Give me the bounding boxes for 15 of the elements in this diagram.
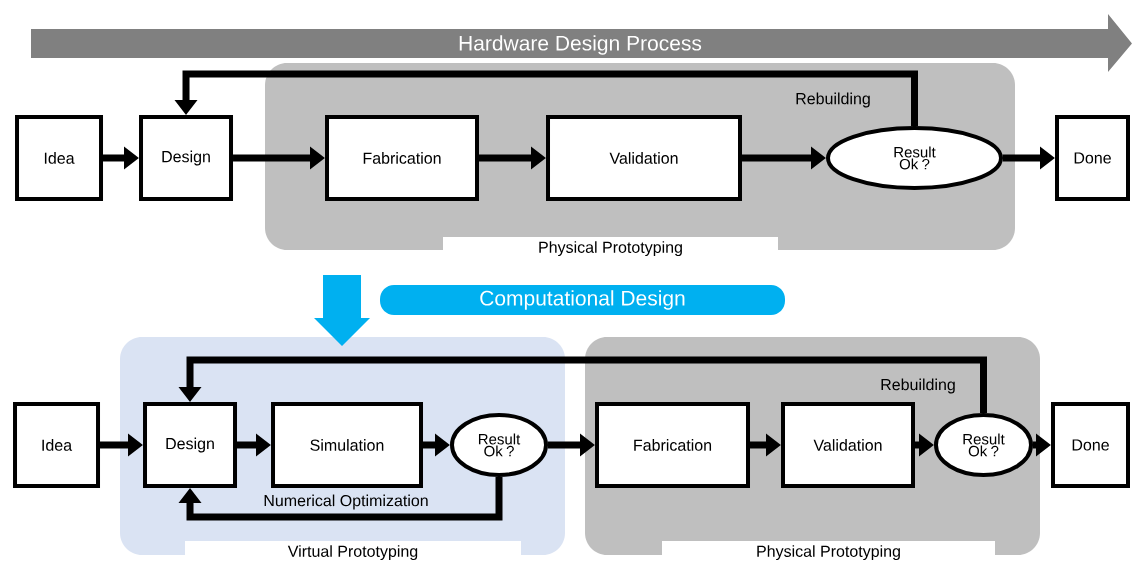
process-box: Idea — [13, 402, 100, 488]
process-box: Done — [1055, 115, 1130, 201]
process-box: Validation — [781, 402, 915, 488]
process-box: Done — [1051, 402, 1130, 488]
edge-label: Rebuilding — [881, 378, 955, 394]
method-banner: Computational Design — [380, 285, 785, 315]
process-box: Design — [143, 402, 237, 488]
edge-label: Numerical Optimization — [264, 494, 428, 510]
process-box: Simulation — [271, 402, 423, 488]
edge-label: Rebuilding — [796, 92, 870, 108]
process-box: Idea — [15, 115, 103, 201]
process-box: Fabrication — [325, 115, 479, 201]
process-box: Validation — [546, 115, 742, 201]
process-box: Design — [139, 115, 233, 201]
process-box: Fabrication — [595, 402, 750, 488]
